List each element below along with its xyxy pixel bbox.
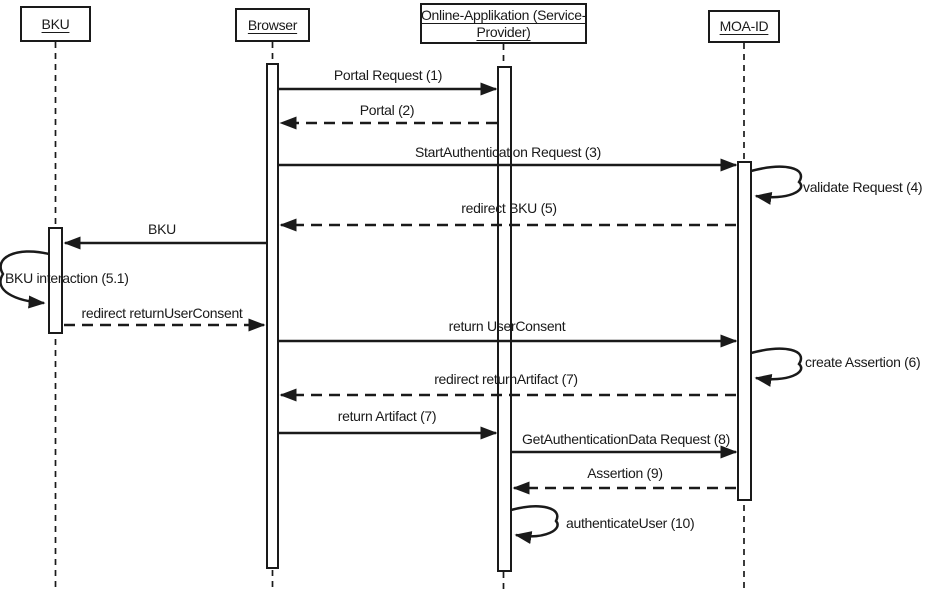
message-label-start-authentication-request: StartAuthentication Request (3) [414, 144, 602, 160]
message-label-portal-request: Portal Request (1) [333, 67, 443, 83]
actor-box-moa-id: MOA-ID [708, 10, 780, 43]
message-label-return-artifact: return Artifact (7) [337, 408, 437, 424]
actor-label-bku: BKU [41, 15, 70, 32]
actor-box-browser: Browser [235, 8, 310, 42]
message-label-validate-request: validate Request (4) [803, 179, 923, 195]
activation-bar-online-app [497, 66, 512, 572]
actor-label-moa-id: MOA-ID [719, 18, 769, 34]
actor-label-online-app-line2: Provider) [476, 23, 531, 40]
actor-label-browser: Browser [247, 16, 298, 33]
actor-label-online-app-line1: Online-Applikation (Service- [420, 6, 587, 23]
message-label-authenticate-user: authenticateUser (10) [566, 515, 695, 531]
self-loop-create-assertion [750, 347, 803, 387]
actor-box-bku: BKU [20, 6, 91, 42]
message-label-portal-return: Portal (2) [359, 102, 415, 118]
message-label-get-authentication-data-request: GetAuthenticationData Request (8) [521, 431, 731, 447]
message-label-return-user-consent: return UserConsent [448, 318, 566, 334]
message-label-redirect-return-artifact: redirect returnArtifact (7) [434, 371, 578, 387]
message-label-assertion: Assertion (9) [587, 465, 663, 481]
message-label-redirect-return-user-consent: redirect returnUserConsent [81, 305, 243, 321]
self-loop-validate-request [750, 165, 803, 205]
message-label-create-assertion: create Assertion (6) [805, 354, 921, 370]
self-loop-authenticate-user [510, 505, 559, 544]
actor-box-online-app: Online-Applikation (Service- Provider) [420, 3, 587, 44]
message-label-bku: BKU [148, 221, 176, 237]
activation-bar-moa-id [737, 161, 752, 501]
message-label-redirect-bku: redirect BKU (5) [461, 200, 557, 216]
self-loop-bku-interaction [0, 250, 50, 309]
activation-bar-bku [48, 227, 63, 334]
activation-bar-browser [266, 63, 279, 569]
message-label-bku-interaction: BKU interaction (5.1) [5, 270, 129, 286]
